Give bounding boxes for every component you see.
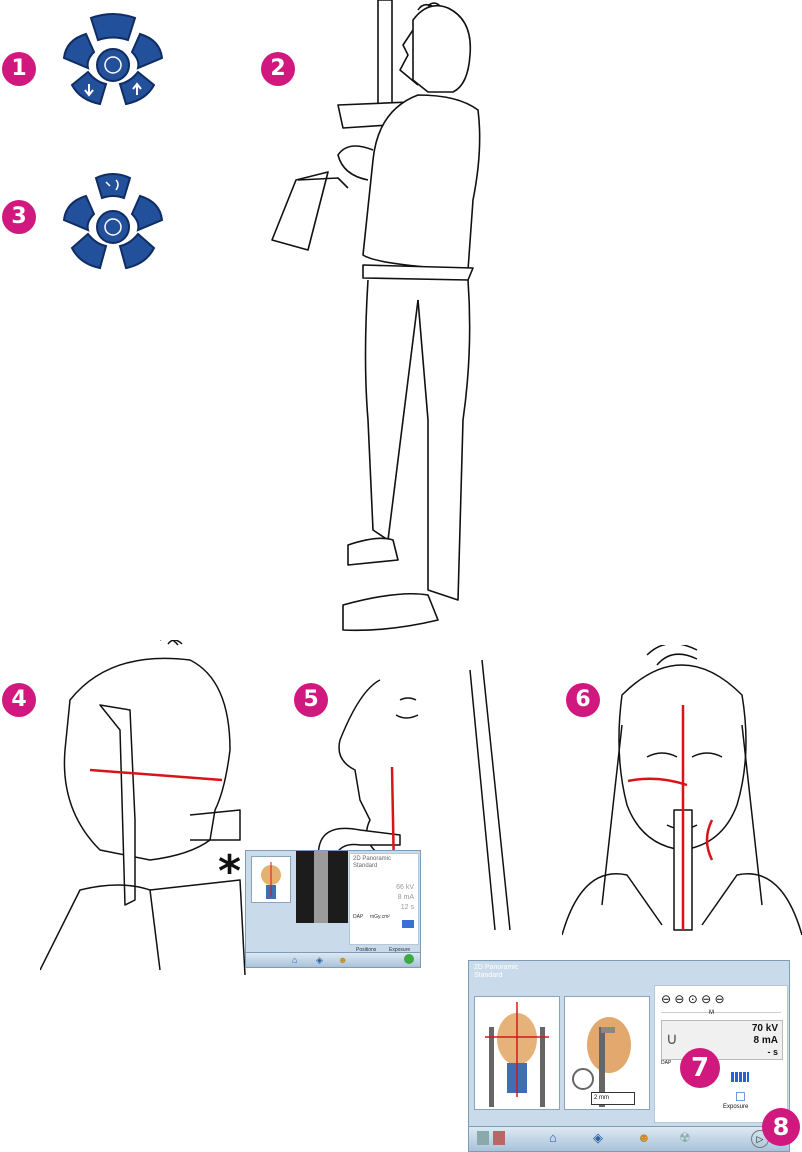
grid-icon-large[interactable] xyxy=(731,1072,749,1082)
patient-thumb-1[interactable] xyxy=(477,1131,489,1145)
lower-left-key[interactable] xyxy=(72,234,106,268)
control-pad-laser xyxy=(58,170,168,275)
exposure-panel: ⊖ ⊖ ⊙ ⊖ ⊖ M ∪ 70 kV 8 mA - s DAP ☐ Expos… xyxy=(654,985,788,1123)
step-8-badge: 8 xyxy=(762,1108,800,1146)
asterisk-mark: * xyxy=(218,850,241,894)
small-mode-title: 2D Panoramic xyxy=(353,856,391,862)
lower-right-key[interactable] xyxy=(120,234,154,268)
step-3-badge: 3 xyxy=(2,200,36,234)
arch-icon: ∪ xyxy=(666,1029,678,1049)
small-screen: 2D Panoramic Standard 66 kV 8 mA 12 s DA… xyxy=(245,850,421,968)
step-1-badge: 1 xyxy=(2,52,36,86)
control-pad-laser-icon xyxy=(58,170,168,275)
step-7-badge: 7 xyxy=(680,1048,720,1088)
small-mode-sub: Standard xyxy=(353,863,377,869)
small-ready-icon[interactable] xyxy=(404,954,414,964)
small-ma: 8 mA xyxy=(398,894,414,901)
left-key[interactable] xyxy=(64,34,94,68)
time-value: - s xyxy=(767,1047,778,1057)
exposure-button-label[interactable]: Exposure xyxy=(723,1104,748,1110)
kv-value: 70 kV xyxy=(752,1023,778,1034)
morphology-selector[interactable]: ⊖ ⊖ ⊙ ⊖ ⊖ xyxy=(661,990,781,1013)
size-label: M xyxy=(709,1010,714,1016)
control-pad-icon xyxy=(58,10,168,110)
standing-patient-illustration xyxy=(268,0,498,640)
patient-thumb-2[interactable] xyxy=(493,1131,505,1145)
small-home-icon[interactable]: ⌂ xyxy=(292,955,297,965)
large-toolbar: ⌂ ◈ ☻ ☢ ▷ xyxy=(469,1126,789,1151)
right-key[interactable] xyxy=(132,34,162,68)
small-patient-icon[interactable]: ☻ xyxy=(338,955,347,965)
radiation-icon[interactable]: ☢ xyxy=(679,1130,691,1146)
laser-key[interactable] xyxy=(96,174,130,198)
mode-subtitle: Standard xyxy=(474,972,502,979)
offset-field[interactable]: 2 mm xyxy=(591,1092,635,1105)
frontal-midsagittal-illustration xyxy=(562,645,802,945)
patient-icon[interactable]: ☻ xyxy=(637,1130,651,1145)
mode-title: 2D Panoramic xyxy=(474,964,518,971)
xray-preview xyxy=(296,851,348,923)
small-face-thumbnail xyxy=(251,856,291,903)
small-move-icon[interactable]: ◈ xyxy=(316,955,323,966)
small-dap-value: mGy.cm² xyxy=(370,914,390,920)
small-time: 12 s xyxy=(401,904,414,911)
right-key-3[interactable] xyxy=(132,196,162,230)
small-dap-label: DAP xyxy=(353,914,363,920)
small-right-panel: 2D Panoramic Standard 66 kV 8 mA 12 s DA… xyxy=(349,853,419,945)
center-key[interactable] xyxy=(97,49,129,81)
step-4-badge: 4 xyxy=(2,683,36,717)
exposure-icon[interactable]: ☐ xyxy=(735,1090,746,1104)
small-toolbar: ⌂ ◈ ☻ xyxy=(246,952,420,967)
center-key-3[interactable] xyxy=(97,211,129,243)
grid-icon xyxy=(402,920,414,928)
side-face-preview: 2 mm xyxy=(564,996,650,1110)
up-key[interactable] xyxy=(91,14,135,40)
head-profile-frankfort-illustration xyxy=(40,640,260,975)
large-screen: 2D Panoramic Standard 2 mm ⊖ ⊖ ⊙ ⊖ ⊖ M ∪… xyxy=(468,960,790,1152)
ma-value: 8 mA xyxy=(754,1035,778,1046)
front-face-preview xyxy=(474,996,560,1110)
dental-arch-box: ∪ 70 kV 8 mA - s xyxy=(661,1020,783,1060)
dap-label: DAP xyxy=(661,1060,671,1066)
home-icon[interactable]: ⌂ xyxy=(549,1130,557,1145)
left-key-3[interactable] xyxy=(64,196,94,230)
move-icon[interactable]: ◈ xyxy=(593,1130,603,1146)
head-size-icons: ⊖ ⊖ ⊙ ⊖ ⊖ xyxy=(661,992,725,1006)
small-kv: 66 kV xyxy=(396,884,414,891)
control-pad-height xyxy=(58,10,168,110)
